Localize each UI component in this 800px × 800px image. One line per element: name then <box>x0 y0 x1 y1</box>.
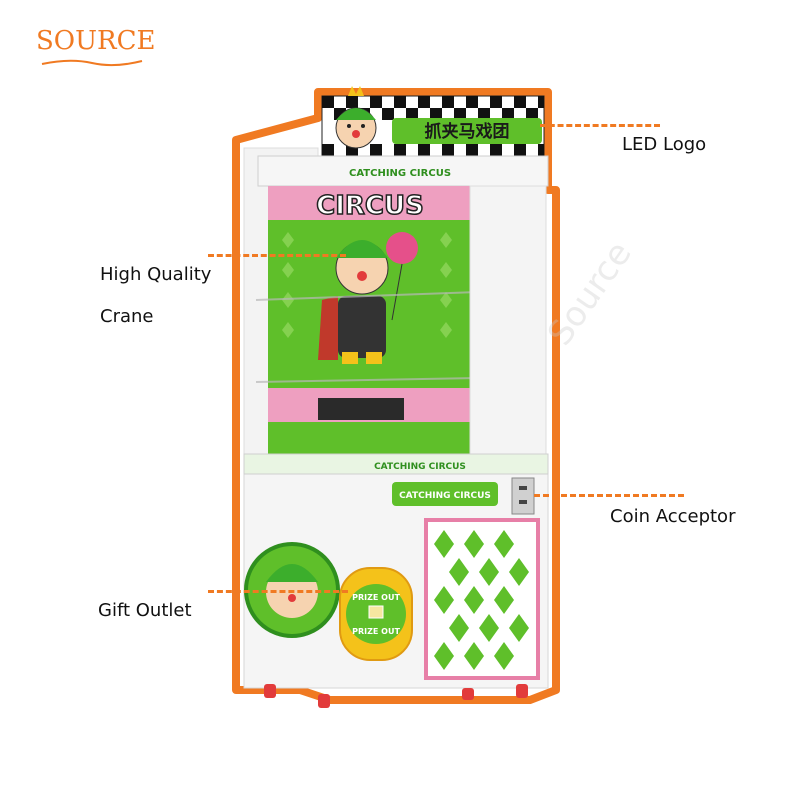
marquee-text: 抓夹马戏团 <box>425 121 510 142</box>
prize-outlet-door: PRIZE OUT PRIZE OUT <box>339 567 413 661</box>
diamond-panel <box>424 518 540 680</box>
lower-cabinet: CATCHING CIRCUS CATCHING CIRCUS PRIZE OU… <box>243 453 549 689</box>
crane-label-line1: High Quality <box>100 264 212 285</box>
led-logo-leader <box>540 124 660 127</box>
header-strip <box>257 155 549 187</box>
panel-text: CATCHING CIRCUS <box>399 491 491 501</box>
brand-logo: SOURCE <box>36 26 156 56</box>
coin-acceptor-leader <box>534 494 684 497</box>
machine-outline <box>232 88 560 704</box>
prize-door-text-bottom: PRIZE OUT <box>352 627 400 636</box>
header-strip-text: CATCHING CIRCUS <box>349 168 451 179</box>
coin-acceptor-label: Coin Acceptor <box>610 506 736 527</box>
panel-letters: CIRCUS <box>316 191 424 221</box>
playfield-backdrop: CIRCUS <box>268 186 470 454</box>
led-logo-label: LED Logo <box>622 134 707 155</box>
led-marquee: 抓夹马戏团 <box>321 86 545 157</box>
logo-swoosh-icon <box>41 59 143 67</box>
cabinet-strip-text: CATCHING CIRCUS <box>374 462 466 472</box>
crane-label-line2: Crane <box>100 306 154 327</box>
coin-acceptor <box>511 477 535 515</box>
prize-door-text-top: PRIZE OUT <box>352 593 400 602</box>
gift-outlet-label: Gift Outlet <box>98 600 192 621</box>
caster-wheels <box>264 684 528 708</box>
gift-outlet-leader <box>208 590 348 593</box>
crane-leader <box>208 254 346 257</box>
brand-logo-text: SOURCE <box>36 26 156 56</box>
